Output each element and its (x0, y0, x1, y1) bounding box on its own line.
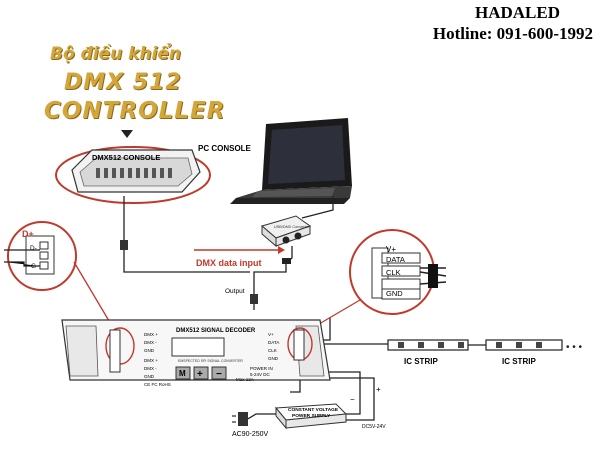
right-pin-4: GND (268, 356, 279, 361)
ic-strip-label-1: IC STRIP (404, 357, 438, 366)
converter-label: USB/DMX Converter (274, 225, 310, 229)
left-pin-2: DMX - (144, 340, 157, 345)
console-label: DMX512 CONSOLE (92, 153, 160, 162)
ac-input-label: AC90-250V (232, 431, 269, 438)
dmx512-console: DMX512 CONSOLE (55, 146, 211, 204)
strip-continuation-dots: • • • (566, 342, 583, 353)
power-range-label: 5-24V DC (250, 372, 271, 377)
decoder-title: DMX512 SIGNAL DECODER (176, 328, 256, 334)
dmx512-decoder: DMX512 SIGNAL DECODER EMSPECTED SPI SIGN… (61, 319, 331, 387)
title-controller: CONTROLLER (44, 98, 226, 124)
left-pin-1: DMX + (144, 332, 158, 337)
dmx-input-arrow: DMX data input (194, 246, 285, 268)
brand-name: HADALED (474, 3, 560, 22)
right-pin-2: DATA (268, 340, 279, 345)
decoder-btn-minus: − (216, 369, 222, 380)
brand-hotline: Hotline: 091-600-1992 (432, 24, 593, 43)
power-in-label: POWER IN (250, 366, 273, 371)
dplus-label: D+ (22, 229, 34, 239)
left-pin-3: GND (144, 348, 155, 353)
right-pin-data: DATA (386, 255, 405, 264)
output-label: Output (225, 288, 245, 295)
ic-strip-label-2: IC STRIP (502, 357, 536, 366)
cable-connectors (120, 240, 291, 304)
psu-label-bottom: POWER SUPPLY (292, 413, 331, 419)
output-connector-zoom: V+ DATA CLK GND (301, 229, 447, 335)
dc-output-label: DC5V-24V (362, 424, 386, 430)
decoder-btn-m: M (179, 369, 186, 378)
left-pin-5: DMX - (144, 366, 157, 371)
dplus-pin-1: D- (30, 245, 37, 252)
max-current-label: Max 12A (236, 377, 254, 382)
polarity-minus: − (350, 395, 355, 404)
ic-strips: • • • IC STRIP IC STRIP (387, 339, 583, 366)
polarity-plus: + (376, 385, 381, 394)
title-dmx512: DMX 512 (64, 70, 182, 95)
dplus-pin-2: G (31, 263, 36, 270)
right-pin-clk: CLK (386, 268, 401, 277)
right-pin-v-plus: V+ (386, 245, 396, 254)
console-highlight-ellipse (55, 146, 211, 204)
right-pin-gnd: GND (386, 289, 403, 298)
left-pin-6: GND (144, 374, 155, 379)
input-connector-zoom: D+ D- G (4, 221, 119, 337)
usb-dmx-converter: USB/DMX Converter (260, 215, 312, 248)
ce-label: CE FC RoHS (144, 382, 171, 387)
psu-label-top: CONSTANT VOLTAGE (288, 407, 339, 413)
left-pin-4: DMX + (144, 358, 158, 363)
right-pin-3: CLK (268, 348, 277, 353)
power-supply: CONSTANT VOLTAGE POWER SUPPLY AC90-250V … (232, 385, 386, 438)
dmx-data-input-label: DMX data input (196, 258, 262, 268)
right-pin-1: V+ (268, 332, 274, 337)
down-arrow-icon (121, 130, 133, 138)
pc-console-label: PC CONSOLE (198, 144, 252, 153)
title-vietnamese: Bộ điều khiển (50, 44, 181, 64)
decoder-subtitle: EMSPECTED SPI SIGNAL CONVERTER (178, 359, 243, 363)
decoder-btn-plus: + (197, 369, 203, 380)
laptop-pc: PC CONSOLE (198, 118, 352, 204)
